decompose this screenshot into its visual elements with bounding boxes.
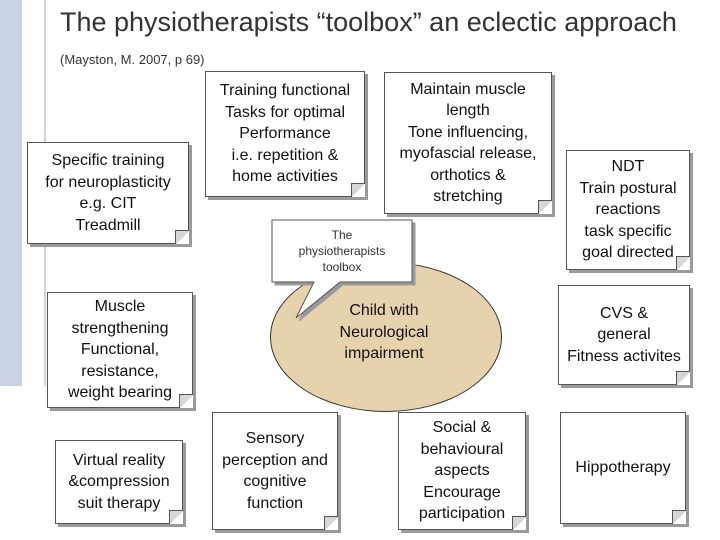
note-fold — [324, 516, 338, 530]
note-maintain-muscle: Maintain muscle length Tone influencing,… — [384, 72, 552, 214]
center-ellipse — [270, 262, 502, 412]
note-fold — [179, 394, 193, 408]
note-cvs-text: CVS & general Fitness activites — [567, 304, 681, 365]
slide-title: The physiotherapists “toolbox” an eclect… — [60, 6, 700, 76]
note-fold — [672, 510, 686, 524]
note-fold — [512, 516, 526, 530]
note-training-functional-text: Training functional Tasks for optimal Pe… — [219, 82, 351, 186]
title-main: The physiotherapists “toolbox” an eclect… — [60, 7, 677, 37]
note-virtual-reality-text: Virtual reality &compression suit therap… — [68, 451, 170, 512]
note-maintain-muscle-text: Maintain muscle length Tone influencing,… — [399, 80, 537, 206]
note-social: Social & behavioural aspects Encourage p… — [398, 412, 526, 530]
note-fold — [676, 371, 690, 385]
note-muscle-strengthening: Muscle strengthening Functional, resista… — [47, 292, 193, 408]
left-accent-bar — [0, 0, 22, 386]
note-ndt-text: NDT Train postural reactions task specif… — [579, 158, 677, 262]
note-fold — [169, 510, 183, 524]
note-hippotherapy-text: Hippotherapy — [575, 459, 671, 477]
note-cvs: CVS & general Fitness activites — [558, 285, 690, 385]
note-sensory-text: Sensory perception and cognitive functio… — [222, 430, 328, 512]
toolbox-callout-shape — [271, 219, 413, 319]
title-citation: (Mayston, M. 2007, p 69) — [60, 52, 205, 67]
note-fold — [175, 230, 189, 244]
toolbox-callout-text: The physiotherapists toolbox — [298, 228, 386, 274]
note-training-functional: Training functional Tasks for optimal Pe… — [205, 71, 365, 197]
note-muscle-strengthening-text: Muscle strengthening Functional, resista… — [67, 298, 173, 402]
note-specific-training-text: Specific training for neuroplasticity e.… — [45, 152, 171, 234]
center-label: Child with Neurological impairment — [339, 302, 429, 362]
note-specific-training: Specific training for neuroplasticity e.… — [27, 142, 189, 244]
note-fold — [351, 183, 365, 197]
note-hippotherapy: Hippotherapy — [560, 412, 686, 524]
note-fold — [676, 256, 690, 270]
note-sensory: Sensory perception and cognitive functio… — [212, 412, 338, 530]
note-fold — [538, 200, 552, 214]
note-virtual-reality: Virtual reality &compression suit therap… — [55, 440, 183, 524]
note-social-text: Social & behavioural aspects Encourage p… — [418, 419, 506, 523]
note-ndt: NDT Train postural reactions task specif… — [566, 150, 690, 270]
